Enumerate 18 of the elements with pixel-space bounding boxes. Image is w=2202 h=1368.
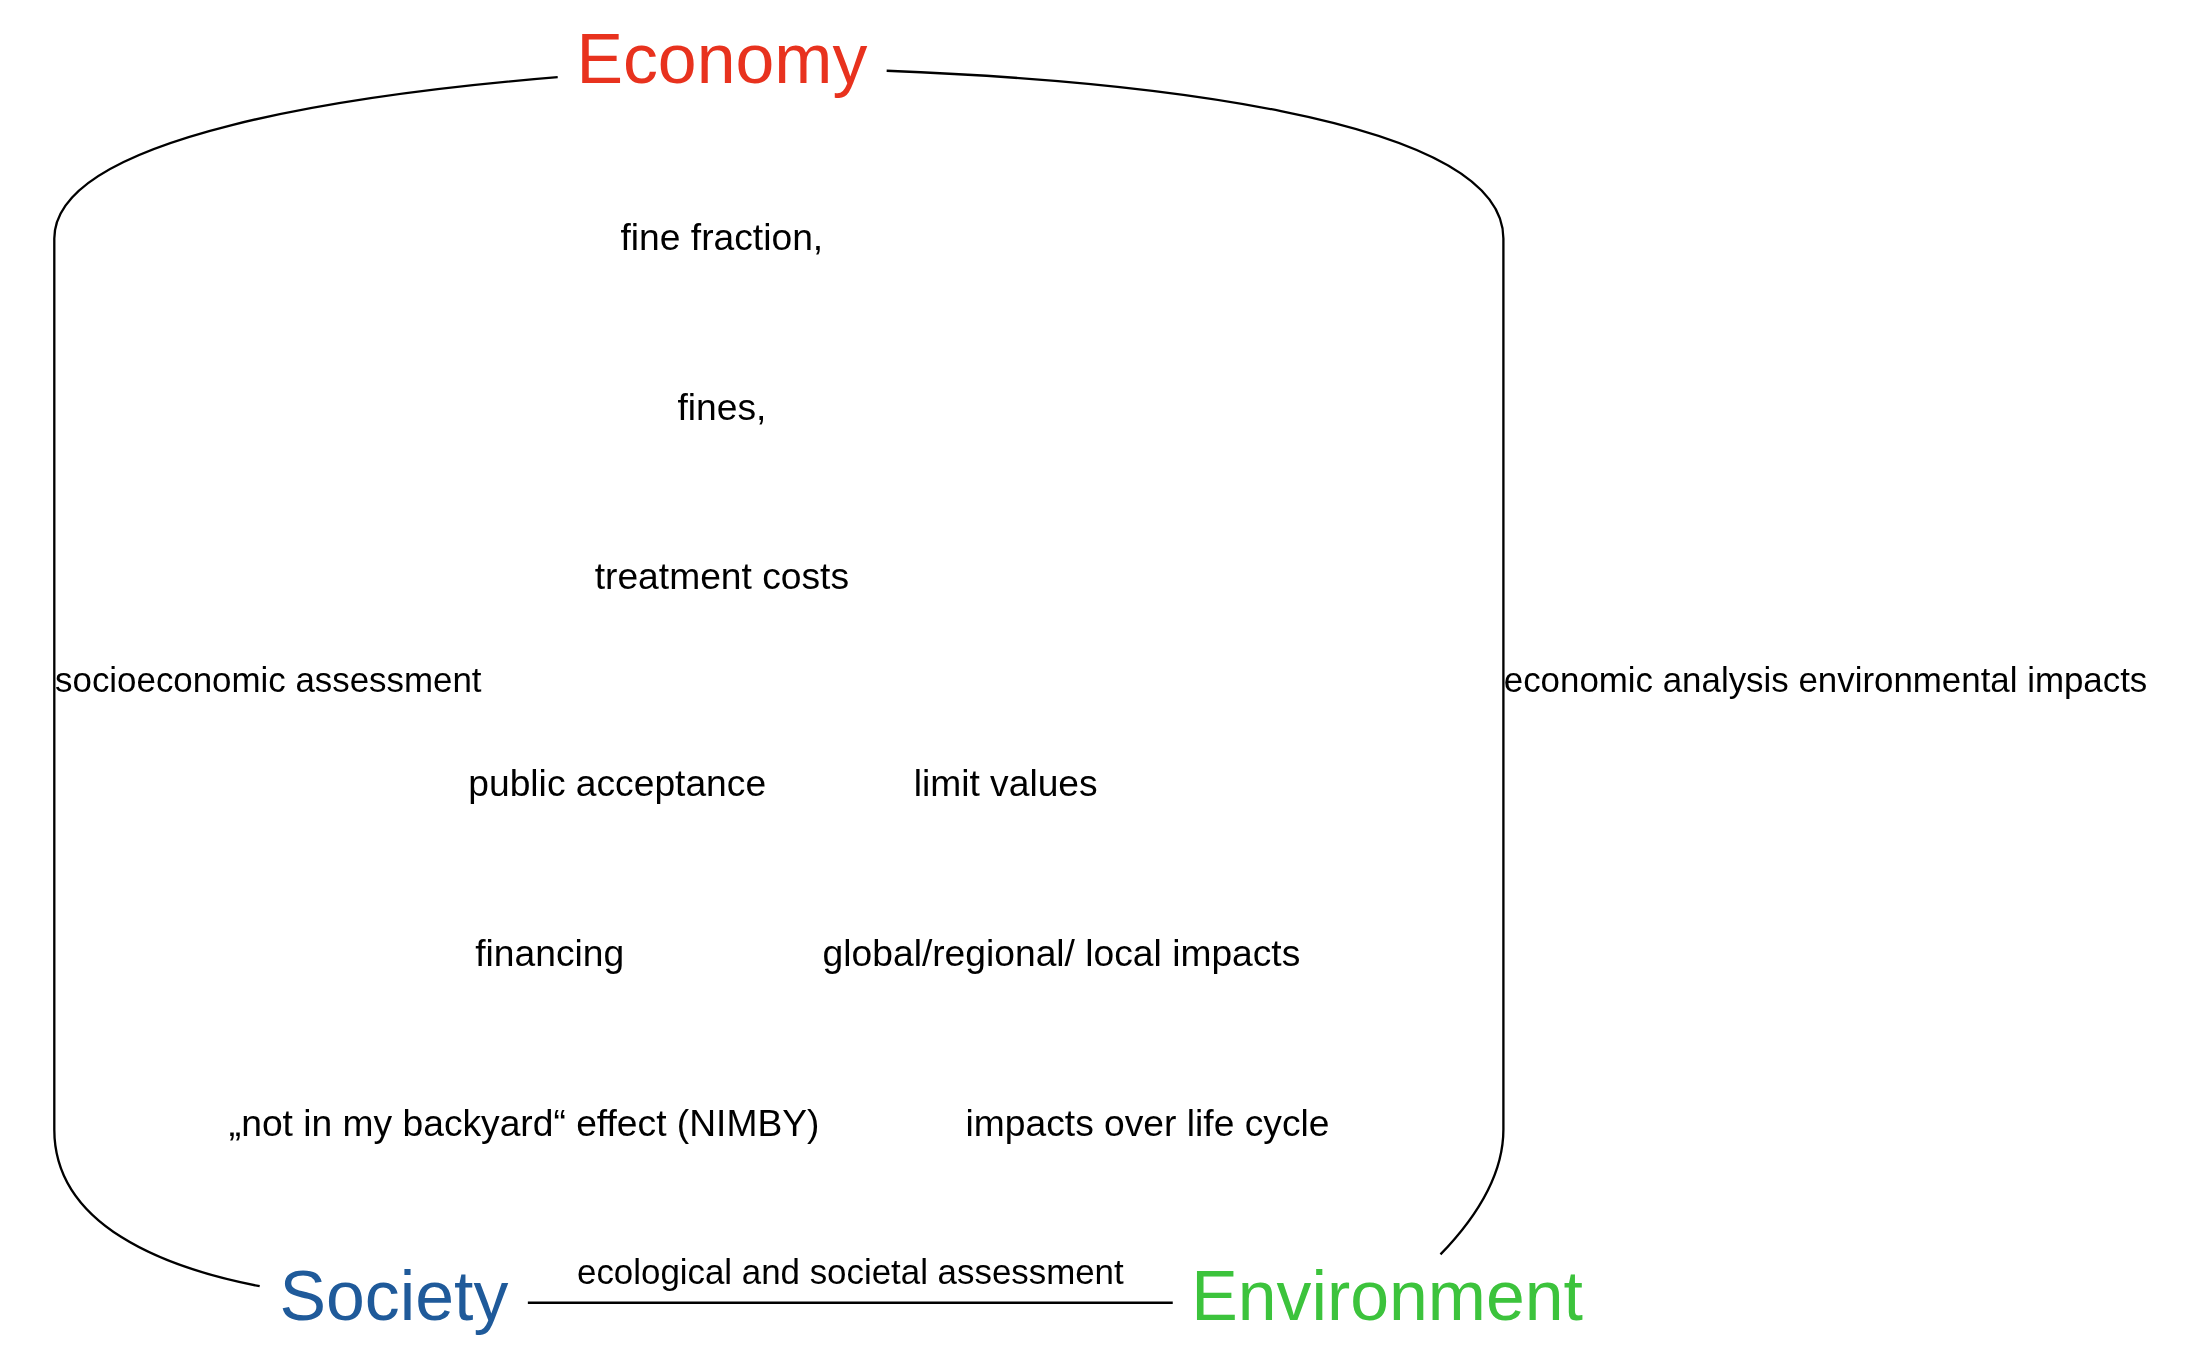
node-text: Economy [576,19,868,98]
label: limit values [913,762,1098,805]
edge-label: ecological and societal assessment [577,1252,1124,1292]
label: global/regional/ local impacts [822,932,1301,975]
node-text: Society [279,1257,509,1336]
node-text: Environment [1191,1257,1583,1336]
label: fines, [677,385,767,428]
label: public acceptance [468,762,767,805]
label: fine fraction, [620,215,824,258]
label: treatment costs [594,555,850,598]
label: financing [475,932,625,975]
label: „not in my backyard“ effect (NIMBY) [228,1101,820,1144]
edge-label: socioeconomic assessment [55,660,482,700]
label: impacts over life cycle [965,1101,1330,1144]
connector [886,69,1505,1256]
edge-label: economic analysis environmental impacts [1503,660,2148,700]
connector [527,1301,1173,1304]
connector [53,76,558,1288]
